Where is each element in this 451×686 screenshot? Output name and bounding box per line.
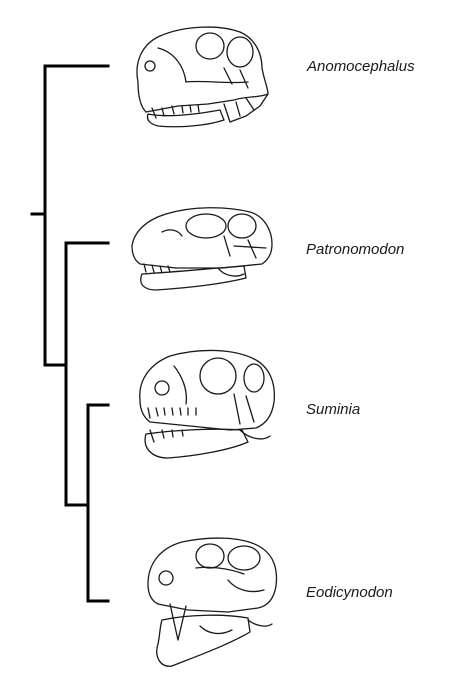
taxon-label-patronomodon: Patronomodon [306,241,404,258]
skull-drawing-suminia [130,346,276,466]
skull-drawing-anomocephalus [128,22,276,132]
taxon-label-anomocephalus: Anomocephalus [307,58,415,75]
taxon-label-eodicynodon: Eodicynodon [306,584,393,601]
taxon-label-suminia: Suminia [306,401,360,418]
skull-drawing-eodicynodon [140,534,280,676]
skull-drawing-patronomodon [126,202,276,294]
